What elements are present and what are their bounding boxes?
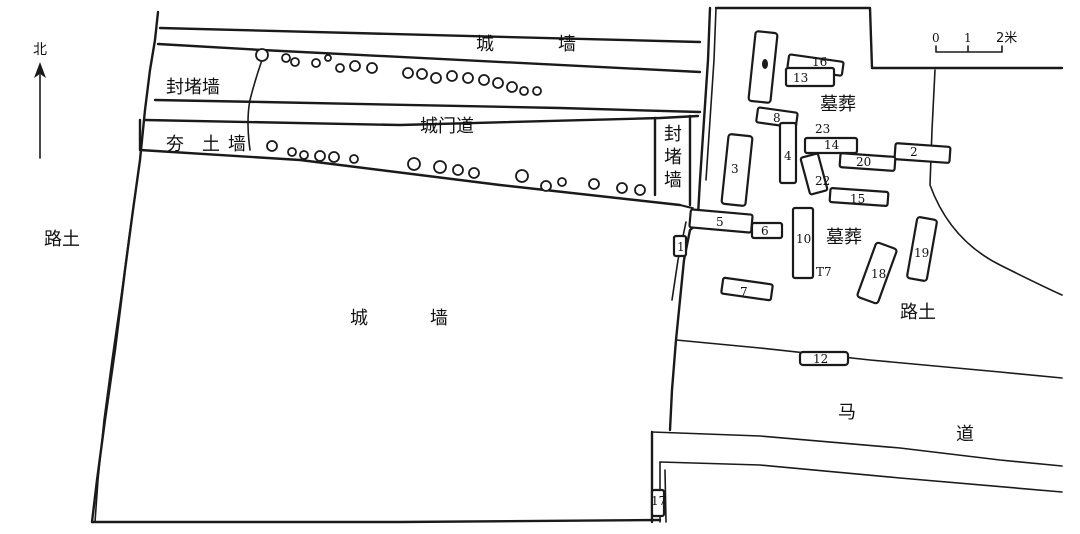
grave-number-20: 20 — [856, 155, 871, 169]
grave-number-22: 22 — [815, 174, 830, 188]
scale-label-0: 0 — [932, 31, 940, 45]
block-wall-right-label-3: 墙 — [664, 170, 682, 191]
lower-wall-band — [138, 114, 701, 211]
grave-number-6: 6 — [761, 224, 769, 238]
trench-label: T7 — [816, 265, 832, 279]
grave-number-23: 23 — [815, 122, 830, 136]
post-holes-lower — [266, 140, 646, 196]
block-wall-boundary — [247, 59, 263, 151]
grave-numbers: 16 13 8 23 14 2 20 4 3 22 15 5 6 10 19 1… — [651, 55, 929, 508]
grave-number-10: 10 — [796, 232, 811, 246]
grave-number-13: 13 — [793, 71, 808, 85]
top-wall-band — [153, 26, 702, 114]
city-wall-outline — [90, 6, 717, 524]
grave-number-18: 18 — [871, 267, 886, 281]
rammed-wall-label-3: 墙 — [228, 134, 246, 155]
graves-upper-label: 墓葬 — [820, 94, 856, 115]
road-soil-left-label: 路土 — [44, 229, 80, 250]
grave-number-12: 12 — [813, 352, 828, 366]
grave-number-1: 1 — [677, 240, 685, 254]
scale-label-2: 2米 — [996, 31, 1017, 46]
grave-number-17: 17 — [651, 494, 666, 508]
road-soil-area-outline — [650, 6, 1064, 524]
grave-number-5: 5 — [716, 215, 724, 229]
grave-number-16: 16 — [812, 55, 827, 69]
graves — [650, 30, 952, 518]
block-wall-left-label: 封堵墙 — [166, 77, 220, 98]
post-holes-upper — [281, 53, 542, 96]
horse-road-label-2: 道 — [956, 424, 974, 445]
block-wall-right-label-2: 堵 — [664, 147, 682, 168]
grave-number-7: 7 — [740, 285, 748, 299]
road-soil-right-label: 路土 — [900, 302, 936, 323]
block-wall-right-label-1: 封 — [664, 124, 682, 145]
grave-number-8: 8 — [773, 111, 781, 125]
horse-road-label-1: 马 — [838, 402, 856, 423]
top-wall-label-2: 墙 — [558, 34, 576, 55]
rammed-wall-label-2: 土 — [202, 134, 220, 155]
top-wall-label-1: 城 — [476, 34, 494, 55]
grave-number-19: 19 — [914, 246, 929, 260]
post-hole — [255, 48, 269, 62]
grave-number-3: 3 — [731, 162, 739, 176]
gate-road-label: 城门道 — [420, 116, 474, 137]
grave-number-14: 14 — [824, 138, 840, 152]
grave-number-4: 4 — [784, 149, 792, 163]
city-wall-label-1: 城 — [350, 308, 368, 329]
grave-number-15: 15 — [850, 192, 865, 206]
map-labels: 北 0 1 2米 城 墙 封堵墙 城门道 夯 土 墙 封 堵 墙 路土 城 墙 … — [33, 31, 1017, 445]
city-wall-label-2: 墙 — [430, 308, 448, 329]
grave-number-2: 2 — [910, 145, 918, 159]
scale-bar — [935, 45, 1003, 53]
rammed-wall-label-1: 夯 — [166, 134, 184, 155]
graves-lower-label: 墓葬 — [826, 227, 862, 248]
north-label: 北 — [33, 42, 47, 58]
scale-label-1: 1 — [964, 31, 972, 45]
north-arrow-icon — [34, 62, 46, 159]
